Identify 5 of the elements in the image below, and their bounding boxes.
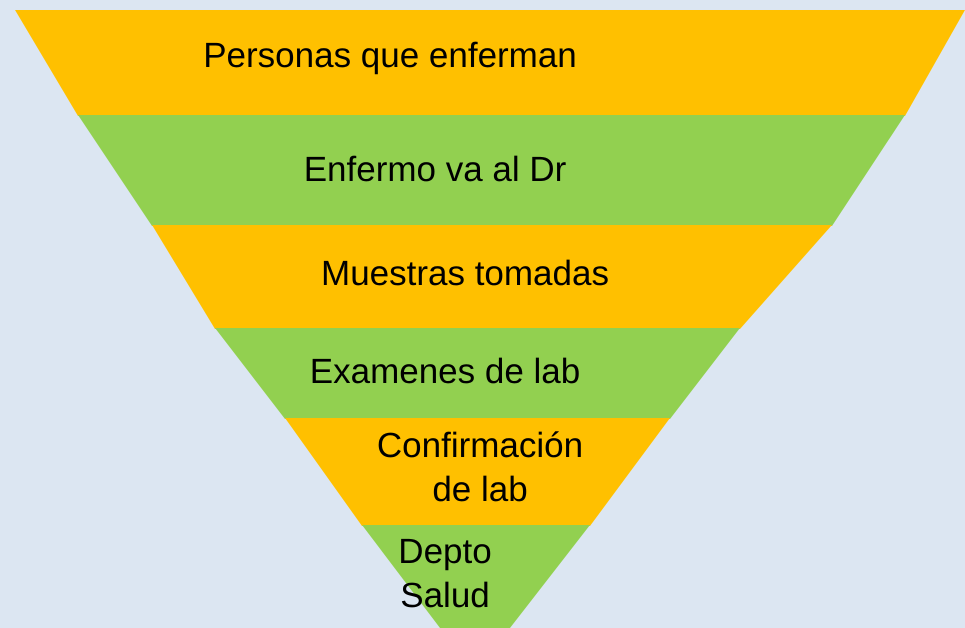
band-label: Confirmación de lab [376,425,584,511]
band-label: Personas que enferman [202,35,578,77]
band-label: Muestras tomadas [320,253,610,295]
band-label: Examenes de lab [308,351,582,393]
band-label: Enfermo va al Dr [302,149,568,191]
